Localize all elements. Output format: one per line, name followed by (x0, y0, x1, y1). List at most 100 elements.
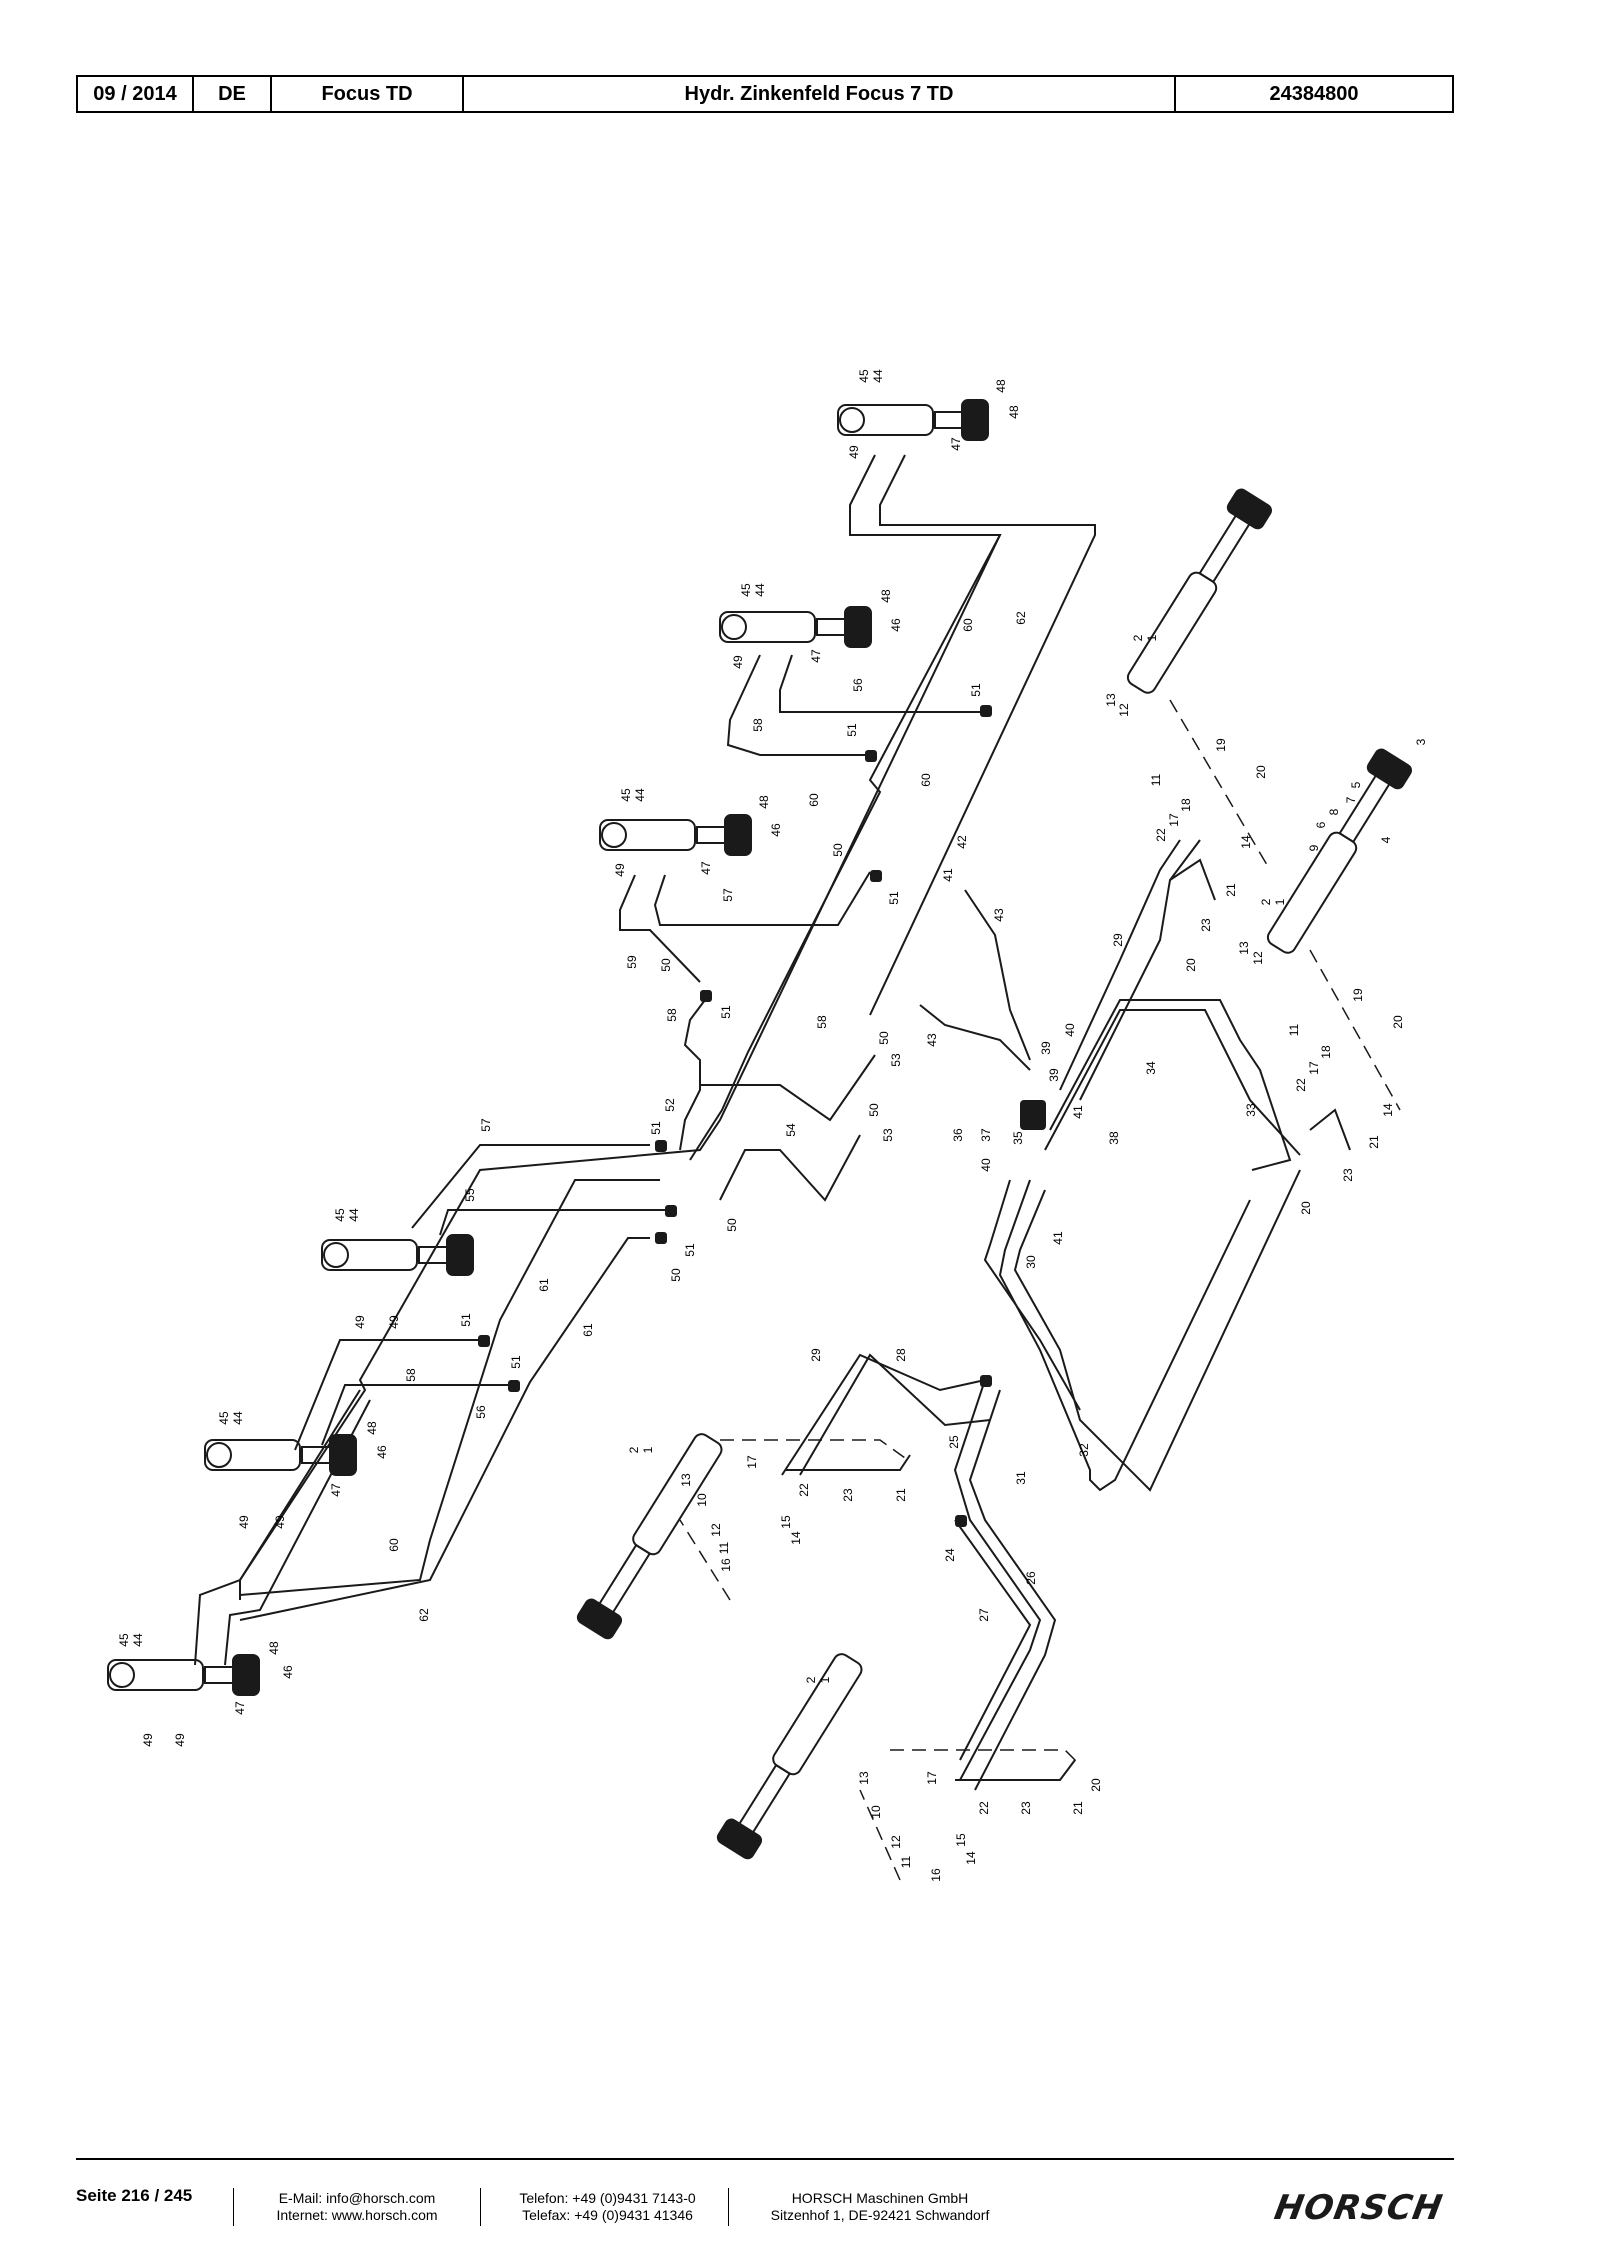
fitting (655, 1140, 667, 1152)
hose-58c (294, 1339, 480, 1451)
callout-36: 36 (951, 1128, 965, 1142)
callout-35: 35 (1011, 1131, 1025, 1145)
callout-17: 17 (1167, 813, 1181, 827)
callout-49: 49 (141, 1733, 155, 1747)
callout-45: 45 (619, 788, 633, 802)
callout-22: 22 (797, 1483, 811, 1497)
header-part-number: 24384800 (1269, 82, 1359, 105)
cylinder-2 (719, 606, 872, 648)
callout-62: 62 (1014, 611, 1028, 625)
callout-8: 8 (1327, 808, 1341, 815)
callout-45: 45 (333, 1208, 347, 1222)
callout-22: 22 (1294, 1078, 1308, 1092)
callout-33: 33 (1244, 1103, 1258, 1117)
callout-29: 29 (1111, 933, 1125, 947)
header-date: 09 / 2014 (78, 77, 194, 111)
callout-43: 43 (925, 1033, 939, 1047)
hose-34 (1049, 999, 1292, 1171)
callout-14: 14 (1239, 835, 1253, 849)
callout-6: 6 (1314, 821, 1328, 828)
callout-10: 10 (695, 1493, 709, 1507)
callout-2: 2 (627, 1446, 641, 1453)
callout-19: 19 (1214, 738, 1228, 752)
cylinder-4 (321, 1234, 474, 1276)
callout-49: 49 (613, 863, 627, 877)
hose-62b (224, 1399, 371, 1666)
footer-separator (728, 2188, 729, 2226)
hose-26 (968, 1389, 1057, 1791)
footer-contact-phone: Telefon: +49 (0)9431 7143-0 Telefax: +49… (505, 2190, 710, 2224)
footer-page-number: Seite 216 / 245 (76, 2186, 193, 2205)
callout-58: 58 (665, 1008, 679, 1022)
dashed-link (1309, 949, 1401, 1111)
callout-1: 1 (818, 1676, 832, 1683)
callout-46: 46 (281, 1665, 295, 1679)
callout-40: 40 (1063, 1023, 1077, 1037)
cylinder-1 (837, 399, 989, 441)
callout-47: 47 (699, 861, 713, 875)
fitting (980, 1375, 992, 1387)
callout-60: 60 (919, 773, 933, 787)
callout-20: 20 (1254, 765, 1268, 779)
callout-53: 53 (889, 1053, 903, 1067)
callout-47: 47 (949, 437, 963, 451)
callout-49: 49 (237, 1515, 251, 1529)
dashed-link (1169, 699, 1271, 871)
footer-contact-web: E-Mail: info@horsch.com Internet: www.ho… (262, 2190, 452, 2224)
hose-60b (194, 1389, 361, 1666)
callout-23: 23 (1199, 918, 1213, 932)
callout-11: 11 (1149, 773, 1163, 786)
callout-14: 14 (964, 1851, 978, 1865)
cylinder-7 (1126, 488, 1273, 694)
fitting (700, 990, 712, 1002)
hose-23c (1169, 858, 1216, 901)
dashed-link (859, 1789, 901, 1881)
callout-50: 50 (831, 843, 845, 857)
callout-50: 50 (867, 1103, 881, 1117)
hose-57 (653, 871, 871, 926)
callout-44: 44 (231, 1411, 245, 1425)
hose-32 (1013, 1169, 1301, 1492)
callout-46: 46 (769, 823, 783, 837)
callout-25: 25 (947, 1435, 961, 1449)
hose-49 (689, 454, 1002, 1161)
callout-54: 54 (784, 1123, 798, 1137)
callout-1: 1 (641, 1446, 655, 1453)
callout-49: 49 (273, 1515, 287, 1529)
callout-22: 22 (977, 1801, 991, 1815)
callout-50: 50 (659, 958, 673, 972)
hydraulic-lines (194, 454, 1351, 1791)
callout-18: 18 (1179, 798, 1193, 812)
hose-27 (954, 1519, 1032, 1761)
hose-54b (719, 1134, 861, 1202)
callout-15: 15 (779, 1515, 793, 1529)
callout-49: 49 (353, 1315, 367, 1329)
callout-55: 55 (463, 1188, 477, 1202)
callout-45: 45 (217, 1411, 231, 1425)
footer-separator (480, 2188, 481, 2226)
hose-25 (953, 1379, 1042, 1781)
callout-44: 44 (633, 788, 647, 802)
fitting (980, 705, 992, 717)
callout-56: 56 (474, 1405, 488, 1419)
hose-56 (779, 654, 985, 713)
callout-14: 14 (789, 1531, 803, 1545)
footer-internet: Internet: www.horsch.com (276, 2207, 438, 2223)
fitting (865, 750, 877, 762)
callout-57: 57 (721, 888, 735, 902)
footer-fax: Telefax: +49 (0)9431 41346 (522, 2207, 693, 2223)
callout-43: 43 (992, 908, 1006, 922)
callout-60: 60 (807, 793, 821, 807)
hose-56b (321, 1384, 510, 1446)
callout-58: 58 (815, 1015, 829, 1029)
callout-1: 1 (1273, 898, 1287, 905)
cylinder-9 (576, 1433, 723, 1640)
callout-4: 4 (1379, 836, 1393, 843)
cylinder-5 (204, 1434, 357, 1476)
callout-17: 17 (1307, 1061, 1321, 1075)
hose-31 (998, 1179, 1251, 1492)
callout-48: 48 (757, 795, 771, 809)
fitting (665, 1205, 677, 1217)
